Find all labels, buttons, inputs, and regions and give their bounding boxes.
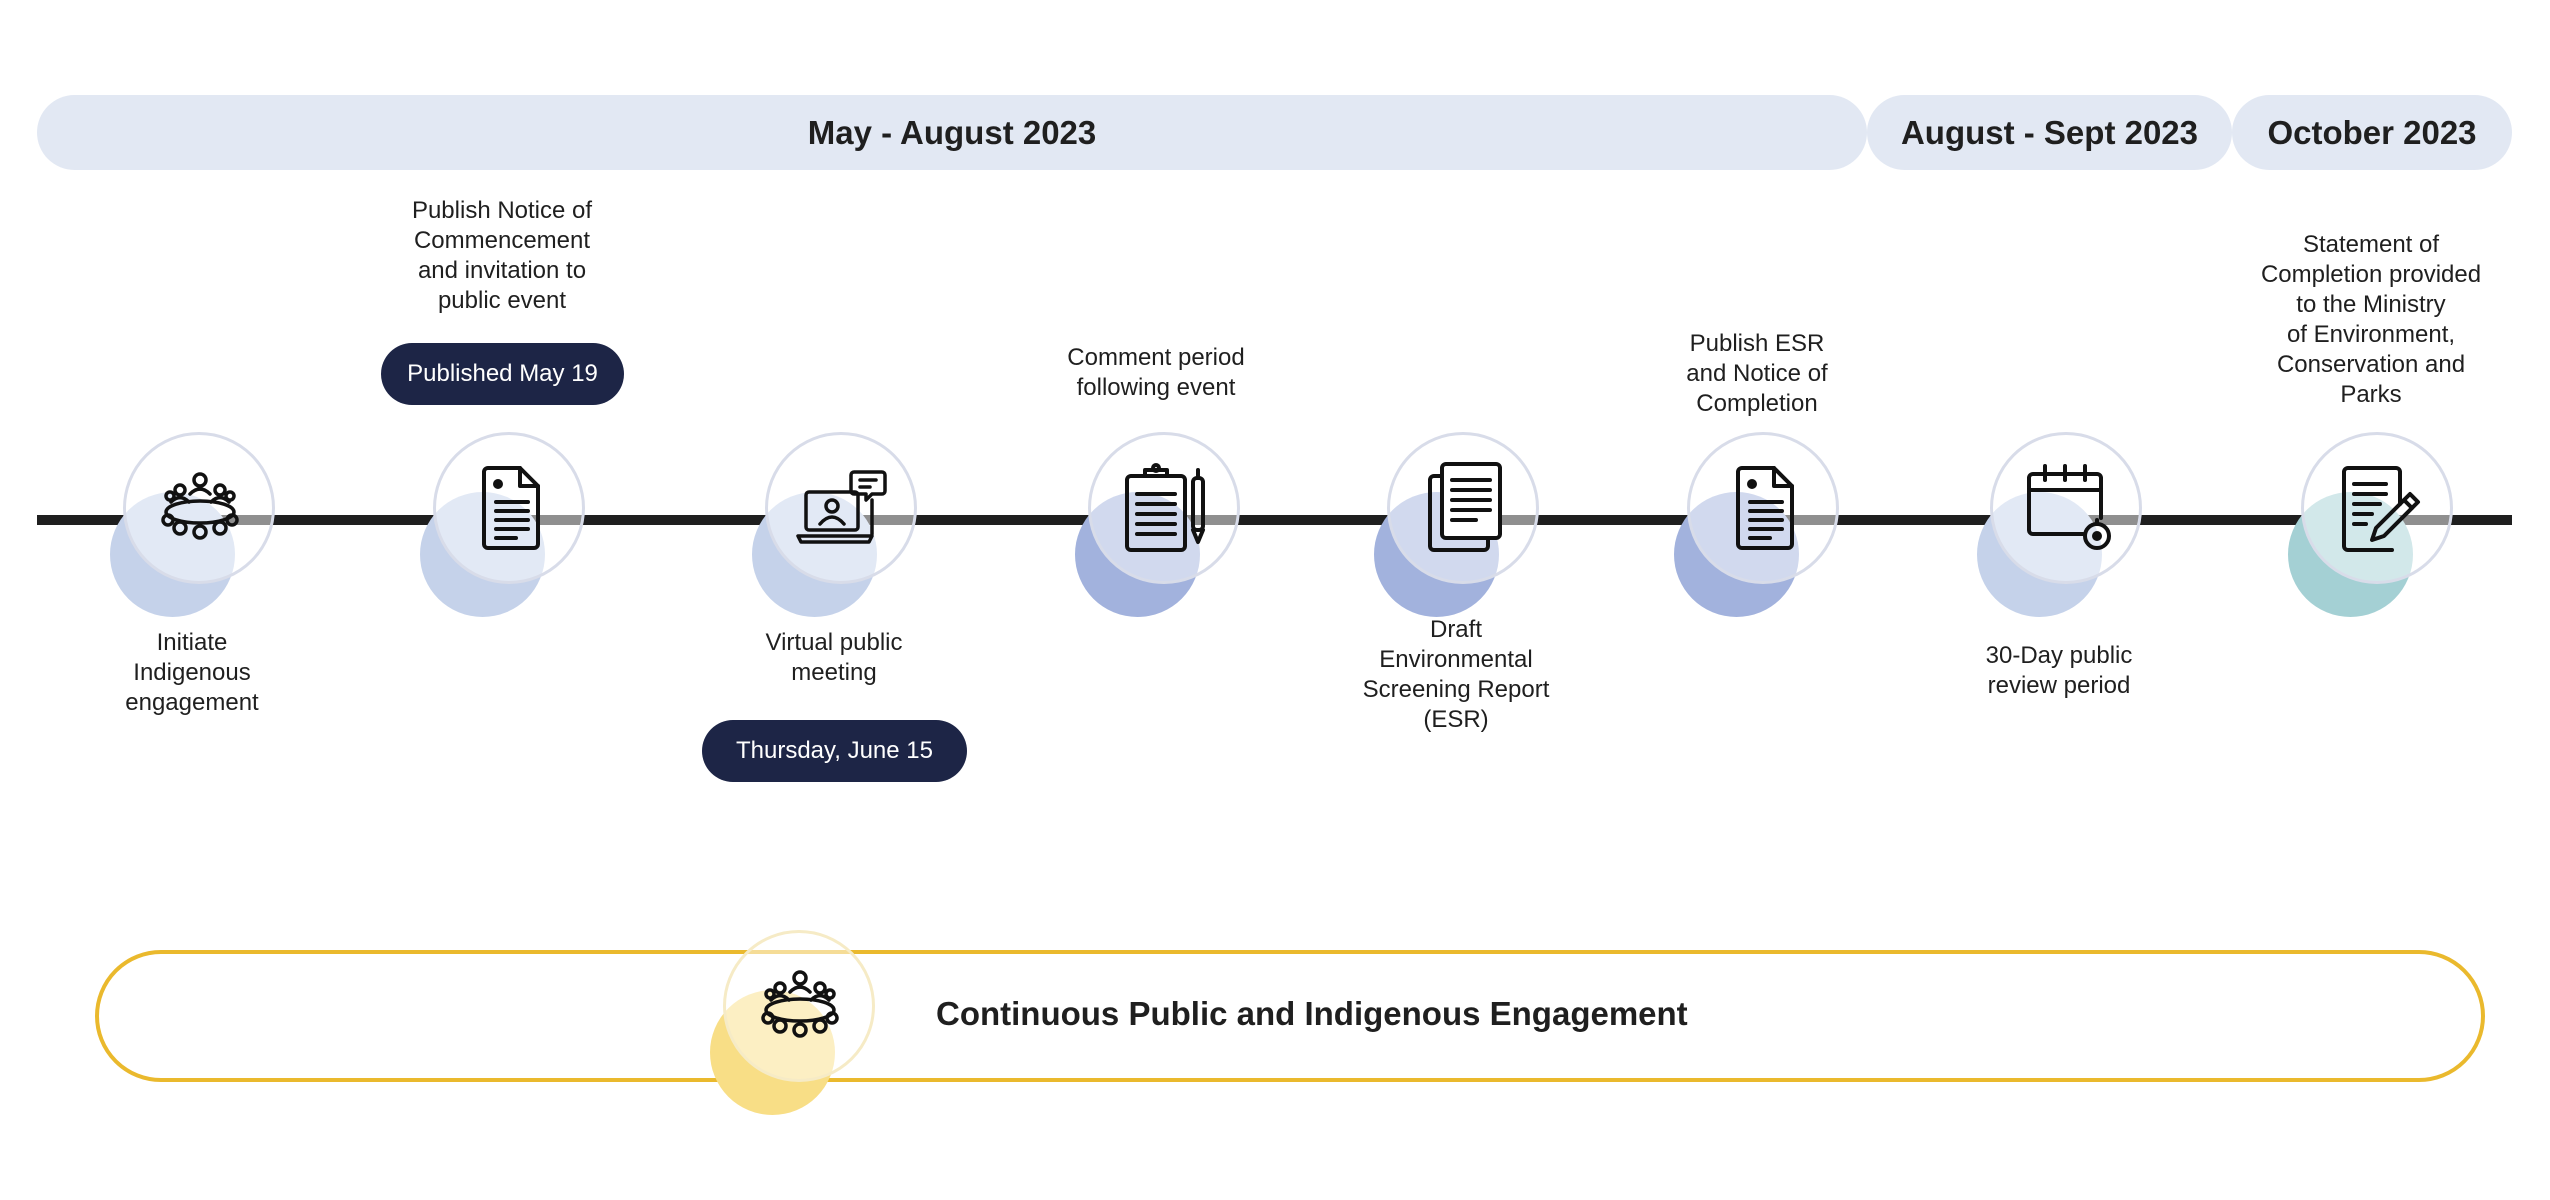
milestone-3-caption: Comment period following event bbox=[1067, 344, 1245, 401]
milestone-comment-period bbox=[1075, 432, 1265, 622]
people-meeting-icon bbox=[761, 970, 839, 1038]
milestone-virtual-meeting bbox=[752, 432, 942, 622]
milestone-notice-document bbox=[420, 432, 610, 622]
milestone-1-caption: Publish Notice of Commencement and invit… bbox=[411, 197, 593, 314]
milestone-7-caption: Statement of Completion provided to the … bbox=[2260, 231, 2482, 408]
milestone-5-caption: Publish ESR and Notice of Completion bbox=[1686, 330, 1828, 417]
milestone-review-period bbox=[1977, 432, 2167, 622]
milestone-6-caption: 30-Day public review period bbox=[1985, 642, 2133, 699]
timeline-line bbox=[37, 515, 2512, 525]
laptop-chat-icon bbox=[796, 470, 887, 544]
milestone-draft-esr bbox=[1374, 432, 1564, 622]
document-pen-icon bbox=[2342, 466, 2420, 552]
milestone-2-caption: Virtual public meeting bbox=[765, 629, 903, 686]
milestone-people-meeting bbox=[110, 432, 300, 622]
engagement-band-icon bbox=[710, 930, 900, 1120]
period-header-october: October 2023 bbox=[2232, 95, 2512, 170]
period-header-may-august: May - August 2023 bbox=[37, 95, 1867, 170]
meeting-date-badge: Thursday, June 15 bbox=[702, 720, 967, 782]
continuous-engagement-label: Continuous Public and Indigenous Engagem… bbox=[936, 995, 1688, 1032]
milestone-0-caption: Initiate Indigenous engagement bbox=[125, 629, 259, 716]
people-meeting-icon bbox=[161, 472, 239, 540]
clipboard-pen-icon bbox=[1125, 463, 1205, 552]
milestone-4-caption: Draft Environmental Screening Report (ES… bbox=[1362, 616, 1550, 733]
documents-stack-icon bbox=[1428, 462, 1502, 552]
milestone-statement-completion bbox=[2288, 432, 2478, 622]
milestone-publish-esr bbox=[1674, 432, 1864, 622]
document-icon bbox=[1736, 466, 1794, 550]
period-header-august-sept: August - Sept 2023 bbox=[1867, 95, 2232, 170]
published-date-badge: Published May 19 bbox=[381, 343, 624, 405]
continuous-engagement-band bbox=[95, 950, 2485, 1082]
calendar-timer-icon bbox=[2027, 464, 2111, 550]
document-icon bbox=[482, 466, 540, 550]
